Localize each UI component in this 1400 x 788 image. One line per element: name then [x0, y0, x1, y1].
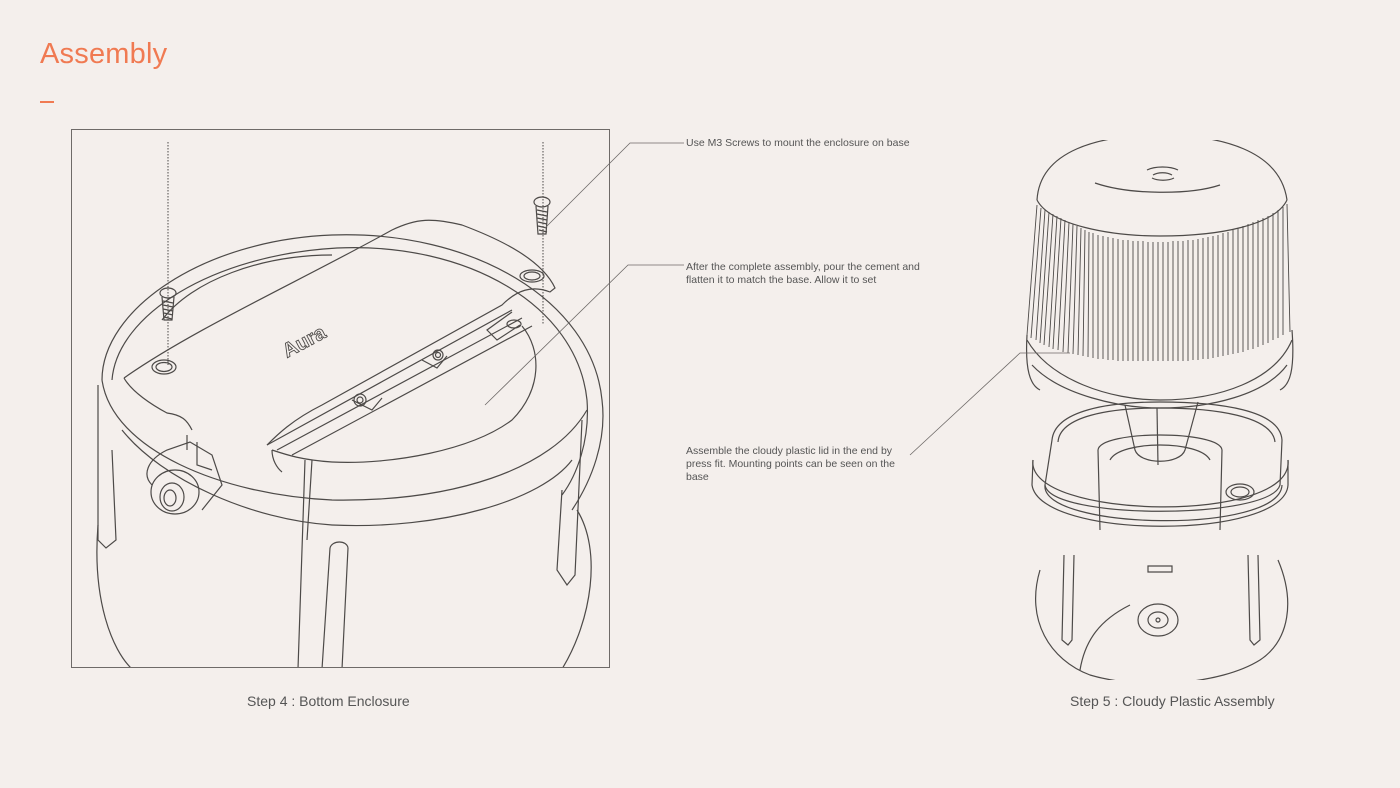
- wifi-signal-icon: [1146, 166, 1179, 181]
- title-underline-accent: [40, 101, 54, 103]
- cloudy-plastic-assembly-drawing: [1025, 140, 1294, 680]
- page-title: Assembly: [40, 38, 168, 70]
- step-5-illustration: [1010, 140, 1310, 680]
- step-5-caption: Step 5 : Cloudy Plastic Assembly: [1070, 693, 1275, 709]
- callout-cloudy-lid: Assemble the cloudy plastic lid in the e…: [686, 445, 895, 483]
- bottom-enclosure-drawing: Aura: [96, 142, 604, 667]
- screw-icon: [533, 196, 551, 235]
- callout-pour-cement: After the complete assembly, pour the ce…: [686, 261, 920, 286]
- aura-brand-mark: Aura: [279, 321, 330, 362]
- callout-m3-screws: Use M3 Screws to mount the enclosure on …: [686, 137, 910, 149]
- ribbed-texture: [1026, 203, 1291, 361]
- step-4-illustration-frame: Aura: [71, 129, 610, 668]
- screw-icon: [159, 287, 177, 321]
- step-4-caption: Step 4 : Bottom Enclosure: [247, 693, 410, 709]
